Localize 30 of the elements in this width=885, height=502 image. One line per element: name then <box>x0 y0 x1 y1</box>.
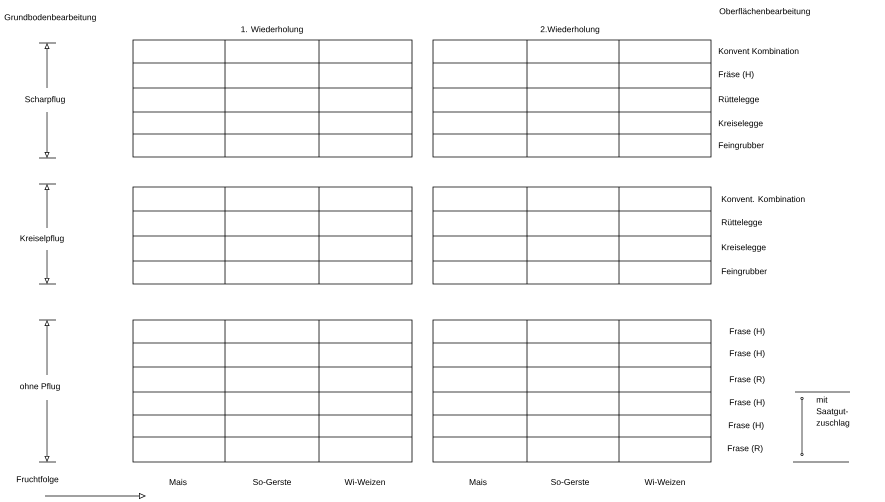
row-label: Konvent Kombination <box>718 48 798 54</box>
row-label: Frase (H) <box>730 399 765 407</box>
column-label: Wi-Weizen <box>644 478 685 486</box>
row-label: Frase (H) <box>730 350 765 358</box>
bracket-note: mit Saatgut-zuschlag <box>816 396 850 428</box>
axis-heading: Oberflächenbearbeitung <box>720 8 810 16</box>
row-label: Feingrubber <box>718 142 764 150</box>
row-label: Kreiselegge <box>722 244 766 252</box>
group-label: Scharpflug <box>25 96 65 104</box>
column-label: So-Gerste <box>253 478 291 485</box>
group-label: ohne Pflug <box>20 383 60 391</box>
row-label: Frase (H) <box>728 422 764 430</box>
axis-heading: Fruchtfolge <box>16 476 58 484</box>
axis-heading: Grundbodenbearbeitung <box>4 14 96 22</box>
row-label: Frase (H) <box>730 328 765 336</box>
row-label: Fräse (H) <box>718 71 754 79</box>
row-label: Frase (R) <box>730 376 765 384</box>
column-group-heading: 1. Wiederholung <box>241 26 303 34</box>
column-label: Mais <box>170 478 187 486</box>
row-label: Feingrubber <box>722 268 767 276</box>
column-label: Wi-Weizen <box>344 478 385 486</box>
row-label: Rüttelegge <box>722 219 762 227</box>
row-label: Kreiselegge <box>718 120 763 128</box>
group-label: Kreiselpflug <box>20 235 64 243</box>
row-label: Frase (R) <box>728 445 763 453</box>
column-group-heading: 2.Wiederholung <box>540 26 600 34</box>
row-label: Rüttelegge <box>718 96 759 104</box>
row-label: Konvent. Kombination <box>722 196 805 202</box>
column-label: Mais <box>470 478 487 486</box>
column-label: So-Gerste <box>551 478 589 485</box>
